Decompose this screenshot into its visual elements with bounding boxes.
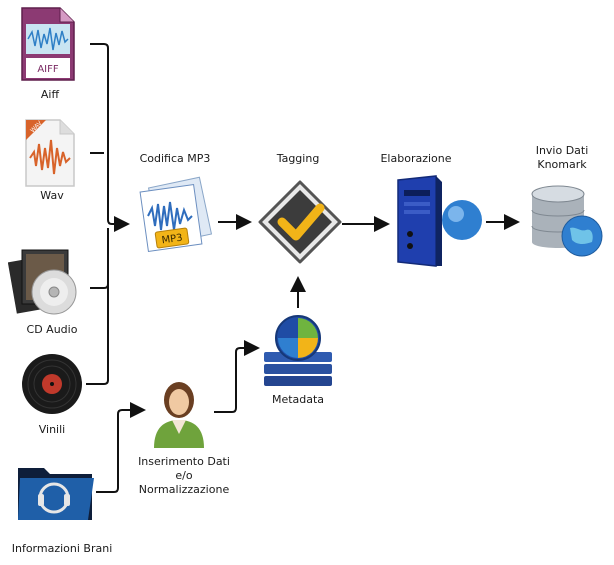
vinyl-source [20, 352, 84, 420]
vinili-label: Vinili [38, 423, 66, 436]
vinyl-icon [22, 354, 82, 414]
aiff-file-icon: AIFF [21, 7, 75, 81]
inserimento-label-line2: e/o [175, 469, 193, 482]
tagging-check-icon [258, 180, 342, 264]
invio-label-line2: Knomark [537, 158, 587, 171]
metadata-label: Metadata [271, 393, 325, 406]
music-folder-icon [18, 468, 94, 520]
invio-label-line1: Invio Dati [535, 144, 589, 157]
codifica-label: Codifica MP3 [139, 152, 211, 165]
wav-label: Wav [40, 189, 64, 202]
tagging-label: Tagging [276, 152, 320, 165]
inserimento-label-line1: Inserimento Dati [138, 455, 230, 468]
cd-audio-label: CD Audio [26, 323, 78, 336]
mp3-encoding-icon: MP3 [139, 176, 213, 253]
info-brani-label: Informazioni Brani [11, 542, 113, 555]
info-brani-source [14, 454, 96, 528]
inserimento-label-line3: Normalizzazione [138, 483, 230, 496]
inserimento-node [148, 376, 210, 454]
person-icon [154, 382, 204, 448]
invio-node [526, 180, 606, 264]
svg-text:MP3: MP3 [161, 233, 183, 247]
svg-text:AIFF: AIFF [37, 64, 59, 75]
cd-audio-source [7, 244, 82, 320]
metadata-icon [264, 315, 332, 386]
aiff-source: AIFF [20, 6, 76, 86]
database-globe-icon [531, 185, 603, 257]
wav-source: WAV [22, 118, 76, 192]
wav-file-icon: WAV [25, 119, 75, 187]
server-icon [397, 175, 482, 267]
metadata-node [260, 310, 336, 392]
cd-audio-icon [7, 249, 77, 315]
mp3-encoding-node: MP3 [134, 176, 216, 262]
elaborazione-label: Elaborazione [380, 152, 452, 165]
tagging-node [256, 178, 344, 270]
elaborazione-node [392, 174, 488, 274]
aiff-label: Aiff [40, 88, 60, 101]
